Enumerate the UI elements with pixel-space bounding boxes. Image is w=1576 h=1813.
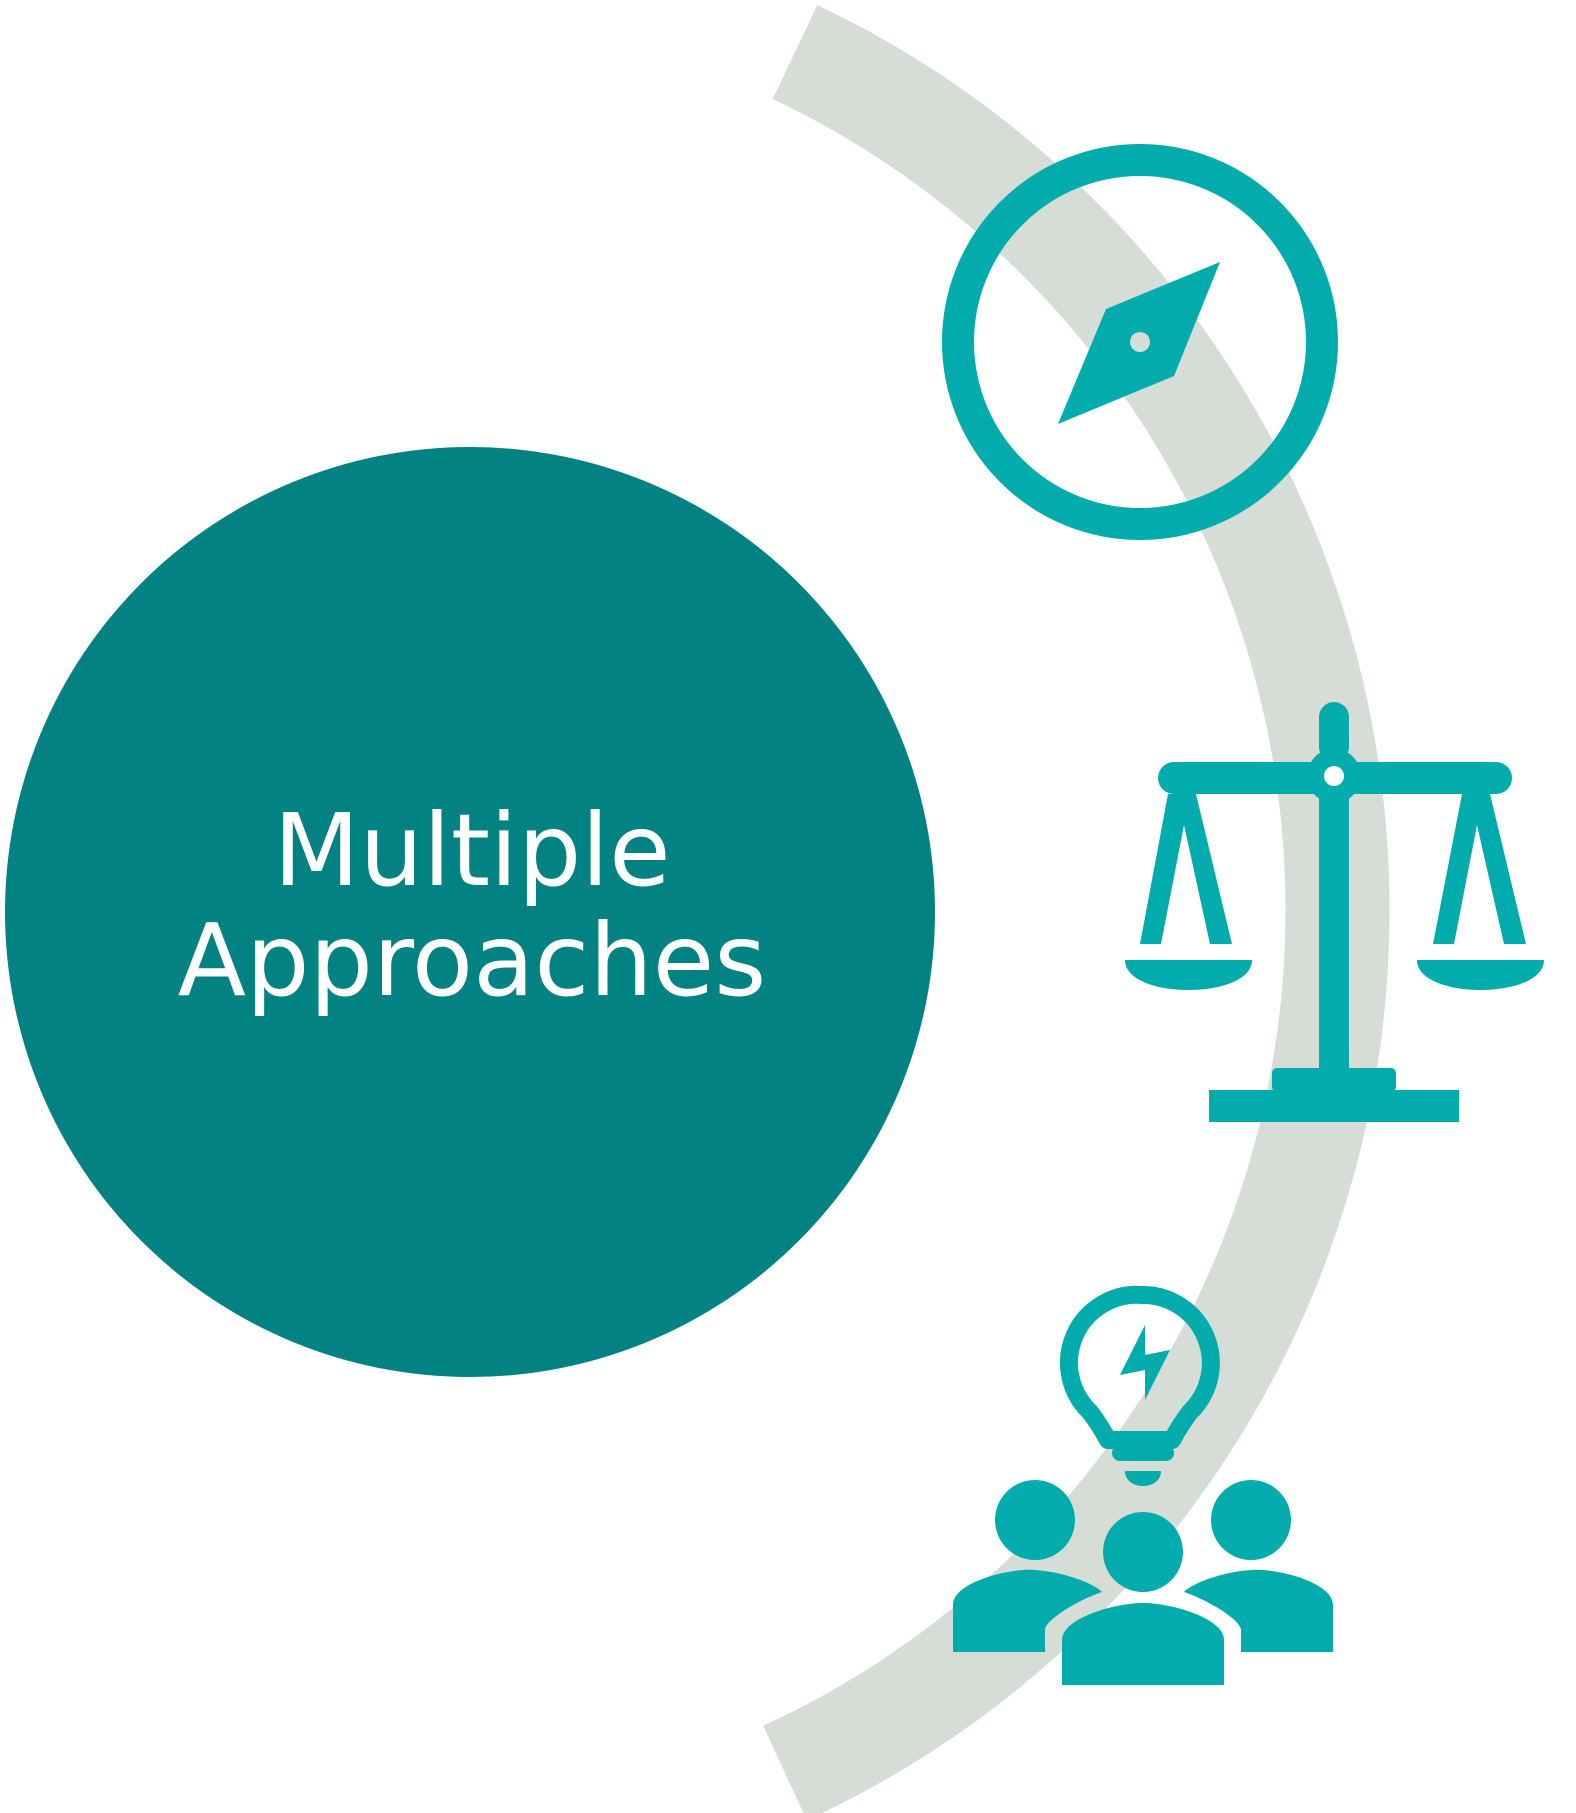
balance-scale-icon (1125, 702, 1544, 1122)
title-line-1: Multiple (273, 792, 670, 909)
team-idea-icon (953, 1285, 1333, 1685)
main-circle: Multiple Approaches (5, 447, 935, 1377)
title-line-2: Approaches (178, 902, 767, 1019)
main-circle-shape (5, 447, 935, 1377)
compass-icon (942, 144, 1338, 540)
